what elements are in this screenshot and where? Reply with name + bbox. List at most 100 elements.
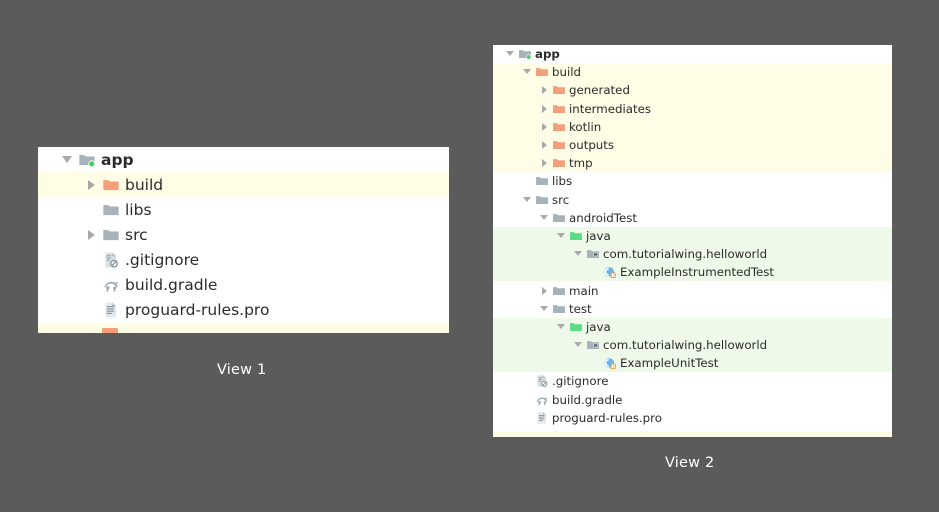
- tree-row[interactable]: app: [38, 147, 449, 172]
- folder-orange-icon: [100, 172, 122, 197]
- tree-node-label-wrap: build: [122, 176, 163, 194]
- tree-node-label: proguard-rules.pro: [125, 300, 270, 319]
- tree-node-label: libs: [552, 174, 573, 189]
- tree-row[interactable]: src: [38, 222, 449, 247]
- tree-row[interactable]: tmp: [493, 154, 892, 173]
- chevron-right-icon[interactable]: [537, 154, 550, 172]
- tree-node-label: java: [586, 319, 611, 334]
- chevron-down-icon[interactable]: [554, 227, 567, 245]
- tree-row[interactable]: kotlin: [493, 117, 892, 136]
- no-chevron-spacer: [520, 372, 533, 390]
- chevron-down-icon[interactable]: [537, 300, 550, 318]
- tree-row[interactable]: build: [38, 172, 449, 197]
- tree-node-label: src: [552, 192, 570, 207]
- folder-green-icon: [567, 227, 584, 245]
- no-chevron-spacer: [82, 297, 100, 322]
- chevron-down-icon[interactable]: [520, 191, 533, 209]
- chevron-right-icon[interactable]: [537, 118, 550, 136]
- tree-node-label-wrap: java: [584, 320, 611, 334]
- clipped-row-top: [38, 147, 449, 150]
- chevron-right-icon[interactable]: [82, 222, 100, 247]
- tree-node-label-wrap: proguard-rules.pro: [550, 411, 662, 425]
- chevron-down-icon[interactable]: [520, 63, 533, 81]
- project-tree-panel-view1[interactable]: app build libs src .gitignore build.gradle pro…: [38, 147, 449, 333]
- tree-row[interactable]: proguard-rules.pro: [493, 409, 892, 427]
- tree-row[interactable]: com.tutorialwing.helloworld: [493, 336, 892, 355]
- tree-row[interactable]: com.tutorialwing.helloworld: [493, 245, 892, 264]
- tree-row[interactable]: java: [493, 317, 892, 336]
- tree-row[interactable]: main: [493, 281, 892, 299]
- chevron-right-icon[interactable]: [537, 81, 550, 99]
- tree-row[interactable]: libs: [493, 172, 892, 190]
- folder-orange-icon: [550, 154, 567, 172]
- tree-node-label: app: [535, 47, 560, 62]
- gitignore-icon: [100, 247, 122, 272]
- tree-node-label: generated: [569, 83, 630, 98]
- tree-row[interactable]: build: [493, 63, 892, 82]
- tree-row[interactable]: outputs: [493, 135, 892, 155]
- tree-node-label: libs: [125, 200, 152, 219]
- chevron-right-icon[interactable]: [537, 282, 550, 300]
- tree-node-label: proguard-rules.pro: [552, 410, 662, 425]
- gitignore-icon: [533, 372, 550, 390]
- tree-node-label-wrap: build: [550, 65, 581, 79]
- tree-row[interactable]: test: [493, 300, 892, 318]
- tree-node-label-wrap: ExampleInstrumentedTest: [618, 265, 774, 279]
- panel-bottom-strip: [493, 431, 892, 437]
- kotlin-class-icon: [601, 263, 618, 281]
- folder-green-icon: [567, 318, 584, 336]
- chevron-down-icon[interactable]: [571, 245, 584, 263]
- tree-row[interactable]: src: [493, 191, 892, 209]
- tree-node-label: build: [552, 65, 582, 80]
- chevron-down-icon[interactable]: [554, 318, 567, 336]
- tree-row[interactable]: intermediates: [493, 99, 892, 118]
- tree-node-label-wrap: .gitignore: [122, 251, 199, 269]
- tree-node-label-wrap: com.tutorialwing.helloworld: [601, 338, 767, 352]
- tree-row[interactable]: ExampleInstrumentedTest: [493, 263, 892, 282]
- tree-node-label-wrap: intermediates: [567, 102, 651, 116]
- clipped-folder-orange-icon: [102, 328, 118, 333]
- tree-row[interactable]: .gitignore: [38, 247, 449, 272]
- tree-row[interactable]: generated: [493, 81, 892, 100]
- no-chevron-spacer: [82, 247, 100, 272]
- chevron-right-icon[interactable]: [82, 172, 100, 197]
- tree-row[interactable]: androidTest: [493, 209, 892, 227]
- tree-row[interactable]: java: [493, 226, 892, 246]
- tree-node-label-wrap: java: [584, 229, 611, 243]
- tree-row[interactable]: build.gradle: [493, 391, 892, 409]
- tree-row[interactable]: app: [493, 45, 892, 63]
- tree-row[interactable]: .gitignore: [493, 372, 892, 390]
- tree-node-label-wrap: .gitignore: [550, 374, 608, 388]
- no-chevron-spacer: [588, 354, 601, 372]
- tree-node-label: build.gradle: [125, 275, 218, 294]
- folder-gray-icon: [550, 282, 567, 300]
- chevron-down-icon[interactable]: [503, 45, 516, 63]
- kotlin-class-icon: [601, 354, 618, 372]
- project-tree-view1[interactable]: app build libs src .gitignore build.gradle pro…: [38, 147, 449, 322]
- tree-node-label: tmp: [569, 156, 593, 171]
- folder-orange-icon: [550, 100, 567, 118]
- tree-row[interactable]: libs: [38, 197, 449, 222]
- chevron-down-icon[interactable]: [537, 209, 550, 227]
- tree-node-label-wrap: main: [567, 284, 598, 298]
- tree-node-label-wrap: build.gradle: [550, 393, 622, 407]
- tree-node-label: com.tutorialwing.helloworld: [603, 338, 768, 353]
- chevron-right-icon[interactable]: [537, 136, 550, 154]
- view1-caption: View 1: [217, 362, 267, 378]
- tree-node-label-wrap: app: [533, 47, 560, 61]
- chevron-right-icon[interactable]: [537, 100, 550, 118]
- tree-row[interactable]: proguard-rules.pro: [38, 297, 449, 322]
- module-folder-icon: [76, 147, 98, 172]
- tree-node-label-wrap: proguard-rules.pro: [122, 301, 269, 319]
- chevron-down-icon[interactable]: [571, 336, 584, 354]
- no-chevron-spacer: [520, 172, 533, 190]
- tree-node-label: ExampleInstrumentedTest: [620, 265, 775, 280]
- chevron-down-icon[interactable]: [58, 147, 76, 172]
- package-icon: [584, 245, 601, 263]
- tree-row[interactable]: build.gradle: [38, 272, 449, 297]
- tree-node-label: outputs: [569, 138, 615, 153]
- tree-row[interactable]: ExampleUnitTest: [493, 354, 892, 373]
